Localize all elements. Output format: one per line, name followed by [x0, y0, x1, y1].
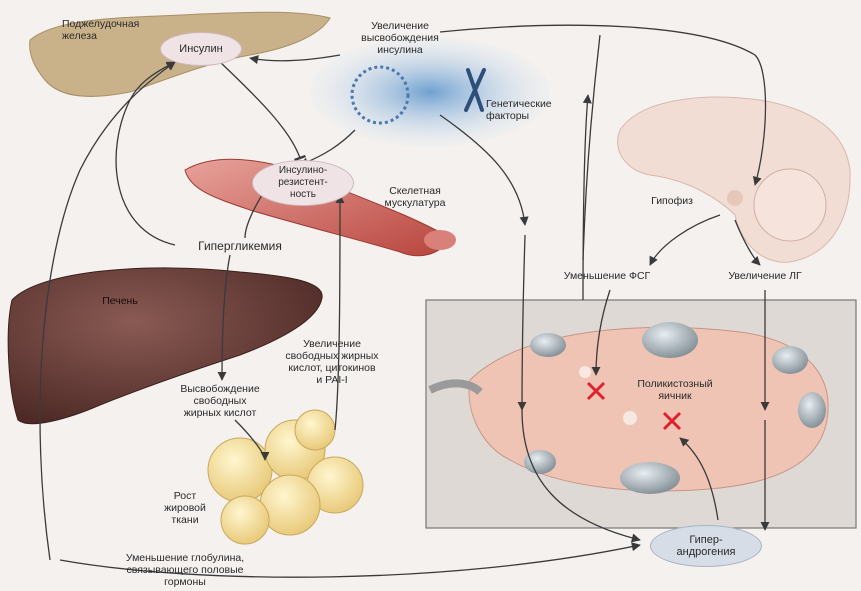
label-liver: Печень: [90, 295, 150, 307]
label-pituitary: Гипофиз: [632, 195, 712, 207]
label-ffa-release: Высвобождение свободных жирных кислот: [165, 383, 275, 419]
label-fsh: Уменьшение ФСГ: [542, 270, 672, 282]
label-hyperglycemia: Гипергликемия: [180, 240, 300, 252]
label-muscle: Скелетная мускулатура: [360, 185, 470, 209]
arrow-release-to-insulin: [250, 55, 340, 61]
fat-tissue-shape: [208, 410, 363, 544]
label-pancreas: Поджелудочная железа: [62, 18, 172, 42]
bubble-insulin: Инсулин: [160, 32, 242, 66]
label-ffa-increase: Увеличение свободных жирных кислот, цито…: [272, 338, 392, 386]
label-hyperandrogenism: Гипер- андрогения: [677, 534, 736, 558]
label-lh: Увеличение ЛГ: [700, 270, 830, 282]
label-insulin: Инсулин: [179, 43, 222, 55]
label-fat-growth: Рост жировой ткани: [150, 490, 220, 526]
pituitary-shape: [754, 169, 826, 241]
label-genetic: Генетические факторы: [486, 98, 576, 122]
arrow-pit-to-fsh: [650, 215, 720, 265]
label-ovary: Поликистозный яичник: [620, 378, 730, 402]
bubble-resistance: Инсулино- резистент- ность: [252, 160, 354, 206]
label-insulin-release: Увеличение высвобождения инсулина: [340, 20, 460, 56]
bubble-hyperandrogenism: Гипер- андрогения: [650, 525, 762, 567]
arrow-insulin-resistance-bar: [220, 62, 300, 158]
label-globulin: Уменьшение глобулина, связывающего полов…: [100, 552, 270, 588]
label-resistance: Инсулино- резистент- ность: [278, 165, 328, 201]
